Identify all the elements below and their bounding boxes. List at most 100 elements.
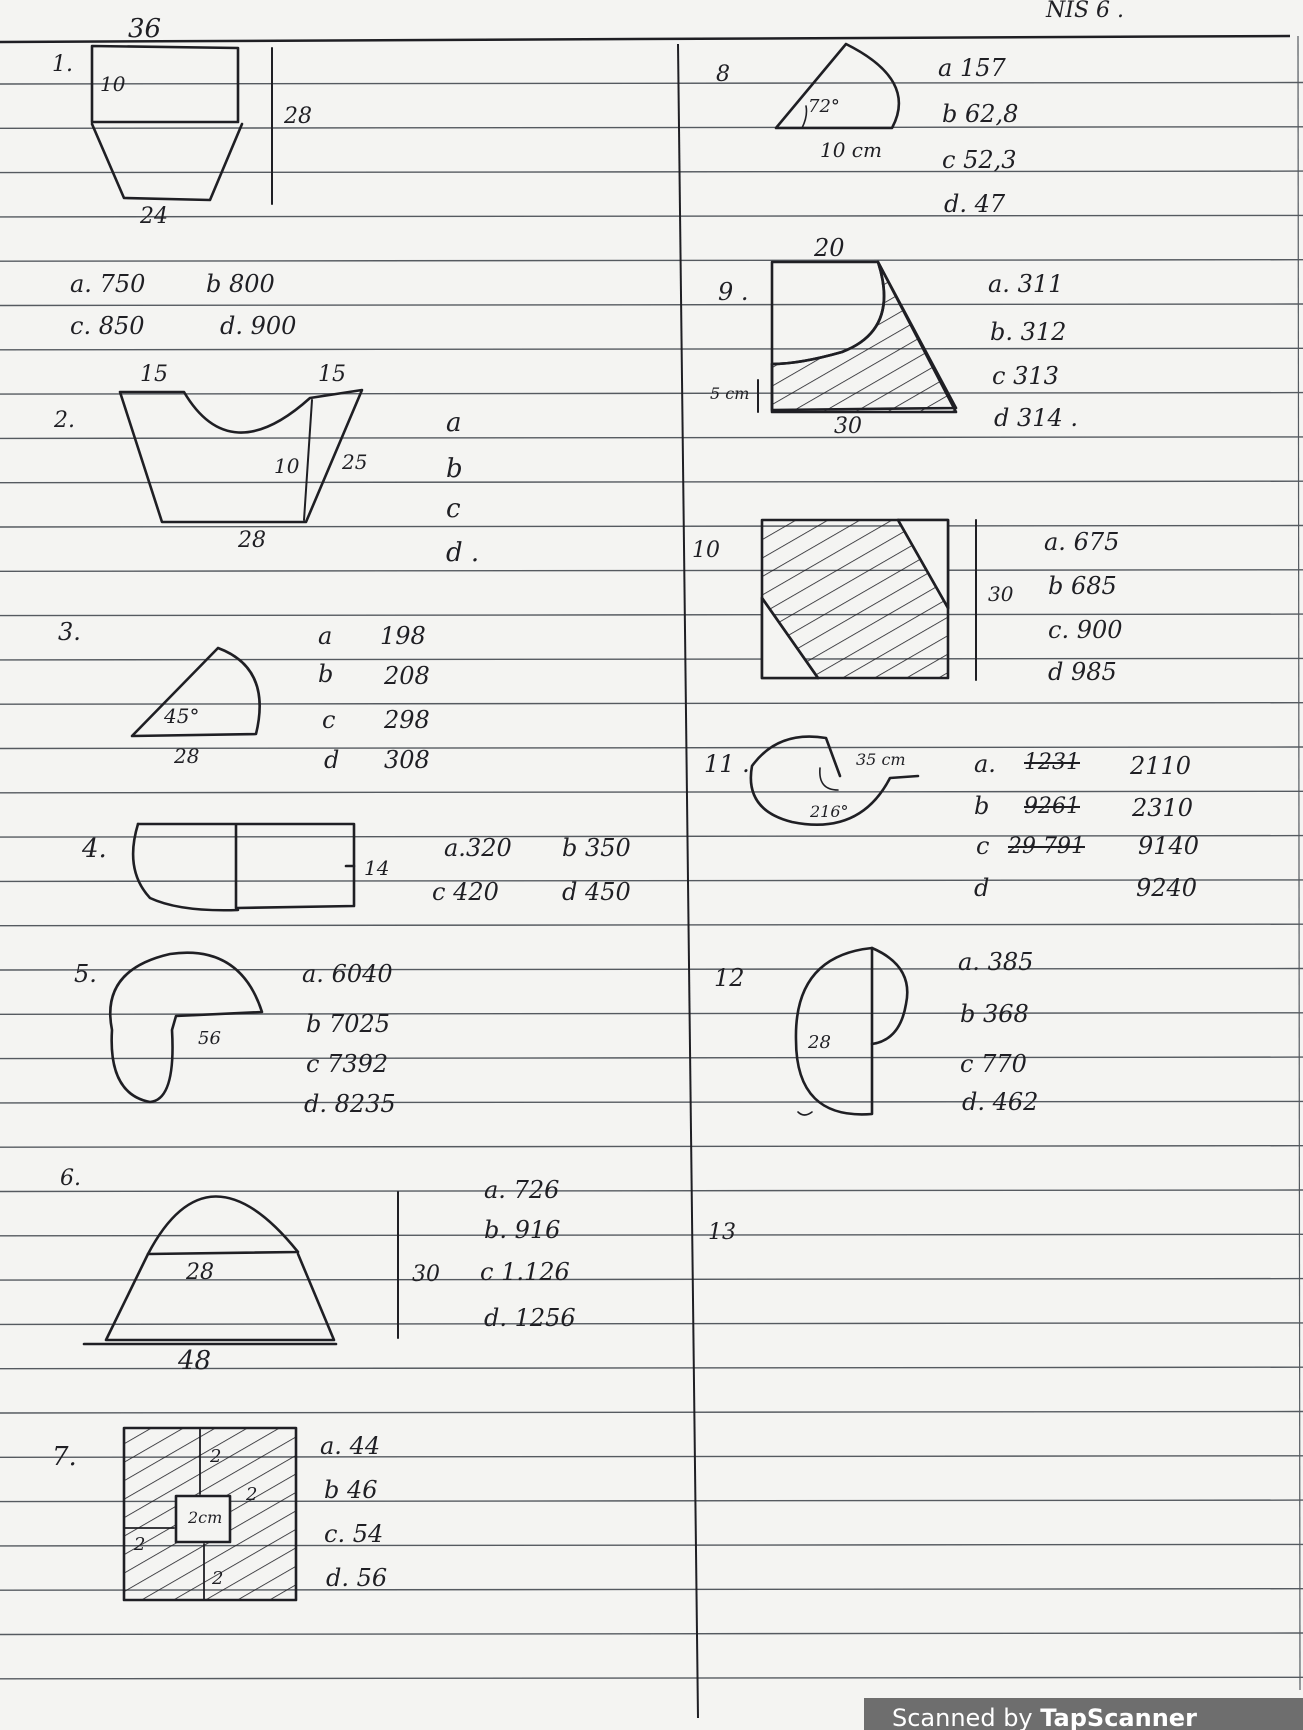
q9-figure bbox=[757, 260, 958, 414]
q2-number: 2. bbox=[54, 408, 75, 433]
q11-option-b-label: b bbox=[974, 792, 990, 820]
q8-label-radius: 10 cm bbox=[820, 138, 882, 162]
q11-option-a-crossed: 1231 bbox=[1024, 750, 1080, 775]
ruled-line bbox=[0, 1100, 1303, 1104]
q7-option-d: d. 56 bbox=[326, 1564, 388, 1592]
q4-number: 4. bbox=[82, 834, 107, 864]
q6-option-b: b. 916 bbox=[484, 1216, 561, 1244]
q6-label-top: 28 bbox=[186, 1260, 214, 1285]
q5-option-a: a. 6040 bbox=[302, 960, 393, 988]
ruled-line bbox=[0, 259, 1303, 262]
q8-option-b: b 62,8 bbox=[942, 100, 1019, 128]
ruled-line bbox=[0, 126, 1303, 130]
q12-option-d: d. 462 bbox=[962, 1088, 1039, 1116]
q9-option-d: d 314 . bbox=[994, 404, 1079, 432]
watermark-prefix: Scanned by bbox=[892, 1704, 1041, 1730]
q3-label-base: 28 bbox=[174, 744, 200, 768]
q1-option-b: b 800 bbox=[206, 270, 275, 298]
q11-option-b-value: 2310 bbox=[1132, 794, 1194, 822]
q4-label-side: 14 bbox=[364, 856, 390, 880]
q7-option-c: c. 54 bbox=[324, 1520, 384, 1548]
q7-label-d4: 2 bbox=[212, 1568, 224, 1589]
q2-label-slant: 25 bbox=[342, 450, 368, 474]
q9-label-top: 20 bbox=[814, 234, 845, 262]
q5-number: 5. bbox=[74, 960, 97, 988]
q7-figure bbox=[122, 1426, 298, 1602]
q6-option-d: d. 1256 bbox=[484, 1304, 576, 1332]
q3-option-a-value: 198 bbox=[380, 622, 426, 650]
q11-figure bbox=[749, 735, 920, 826]
q8-label-angle: 72° bbox=[808, 96, 840, 117]
ruled-line bbox=[0, 569, 1303, 572]
q12-label-dim: 28 bbox=[808, 1032, 831, 1053]
q5-option-d: d. 8235 bbox=[304, 1090, 396, 1118]
ruled-line bbox=[0, 303, 1303, 307]
q6-number: 6. bbox=[60, 1166, 81, 1191]
q2-option-a: a bbox=[446, 408, 462, 438]
q7-label-inner: 2cm bbox=[188, 1508, 223, 1527]
q2-label-right: 15 bbox=[318, 362, 346, 387]
q8-option-a: a 157 bbox=[938, 54, 1006, 82]
header-left-number: 36 bbox=[128, 14, 162, 44]
q7-label-d3: 2 bbox=[134, 1534, 146, 1555]
center-divider bbox=[677, 43, 699, 1719]
q12-option-a: a. 385 bbox=[958, 948, 1034, 976]
q1-option-c: c. 850 bbox=[70, 312, 145, 340]
q11-number: 11 . bbox=[704, 750, 750, 778]
q3-option-b-value: 208 bbox=[384, 662, 430, 690]
ruled-line bbox=[0, 214, 1303, 218]
ruled-line bbox=[0, 1632, 1303, 1636]
q2-figure bbox=[118, 388, 364, 524]
q3-number: 3. bbox=[58, 618, 81, 646]
q10-option-a: a. 675 bbox=[1044, 528, 1120, 556]
q11-option-d-value: 9240 bbox=[1136, 874, 1198, 902]
q7-option-b: b 46 bbox=[324, 1476, 378, 1504]
q8-option-d: d. 47 bbox=[944, 190, 1006, 218]
q4-option-c: c 420 bbox=[432, 878, 499, 906]
q3-option-b-label: b bbox=[318, 660, 334, 688]
q10-option-c: c. 900 bbox=[1048, 616, 1123, 644]
ruled-line bbox=[0, 923, 1303, 927]
q7-number: 7. bbox=[52, 1442, 77, 1472]
ruled-line bbox=[0, 1410, 1303, 1414]
q11-label-angle: 216° bbox=[810, 802, 849, 821]
q2-label-bottom: 28 bbox=[238, 528, 266, 553]
q12-option-b: b 368 bbox=[960, 1000, 1029, 1028]
q5-option-c: c 7392 bbox=[306, 1050, 389, 1078]
q2-option-c: c bbox=[446, 494, 461, 524]
q2-option-b: b bbox=[446, 454, 463, 484]
q4-option-b: b 350 bbox=[562, 834, 631, 862]
ruled-line bbox=[0, 1366, 1303, 1370]
q3-figure bbox=[130, 646, 261, 738]
q1-label-bottom: 24 bbox=[140, 204, 168, 229]
ruled-line bbox=[0, 1189, 1303, 1193]
ruled-line bbox=[0, 524, 1303, 528]
q9-option-b: b. 312 bbox=[990, 318, 1067, 346]
ruled-line bbox=[0, 170, 1303, 174]
q12-figure bbox=[794, 946, 909, 1116]
q2-label-inner: 10 bbox=[274, 454, 300, 478]
q1-option-a: a. 750 bbox=[70, 270, 146, 298]
q3-label-angle: 45° bbox=[164, 704, 200, 728]
ruled-line bbox=[0, 657, 1303, 661]
ruled-line bbox=[0, 790, 1303, 794]
ruled-line bbox=[0, 480, 1303, 484]
ruled-line bbox=[0, 746, 1303, 750]
watermark-brand: TapScanner bbox=[1040, 1704, 1197, 1730]
q4-figure bbox=[131, 822, 356, 912]
ruled-line bbox=[0, 834, 1303, 838]
q1-figure bbox=[90, 44, 273, 205]
q11-option-a-label: a. bbox=[974, 750, 996, 778]
q9-label-base: 30 bbox=[834, 414, 862, 439]
q4-option-a: a.320 bbox=[444, 834, 512, 862]
right-edge-line bbox=[1297, 35, 1301, 1691]
header-right-note: NIS 6 . bbox=[1046, 0, 1124, 23]
q2-label-left: 15 bbox=[140, 362, 168, 387]
ruled-line bbox=[0, 702, 1303, 705]
ruled-line bbox=[0, 613, 1303, 617]
scanner-watermark: Scanned by TapScanner bbox=[864, 1698, 1303, 1730]
ruled-line bbox=[0, 1056, 1303, 1060]
ruled-line bbox=[0, 436, 1303, 440]
q11-option-a-value: 2110 bbox=[1130, 752, 1192, 780]
